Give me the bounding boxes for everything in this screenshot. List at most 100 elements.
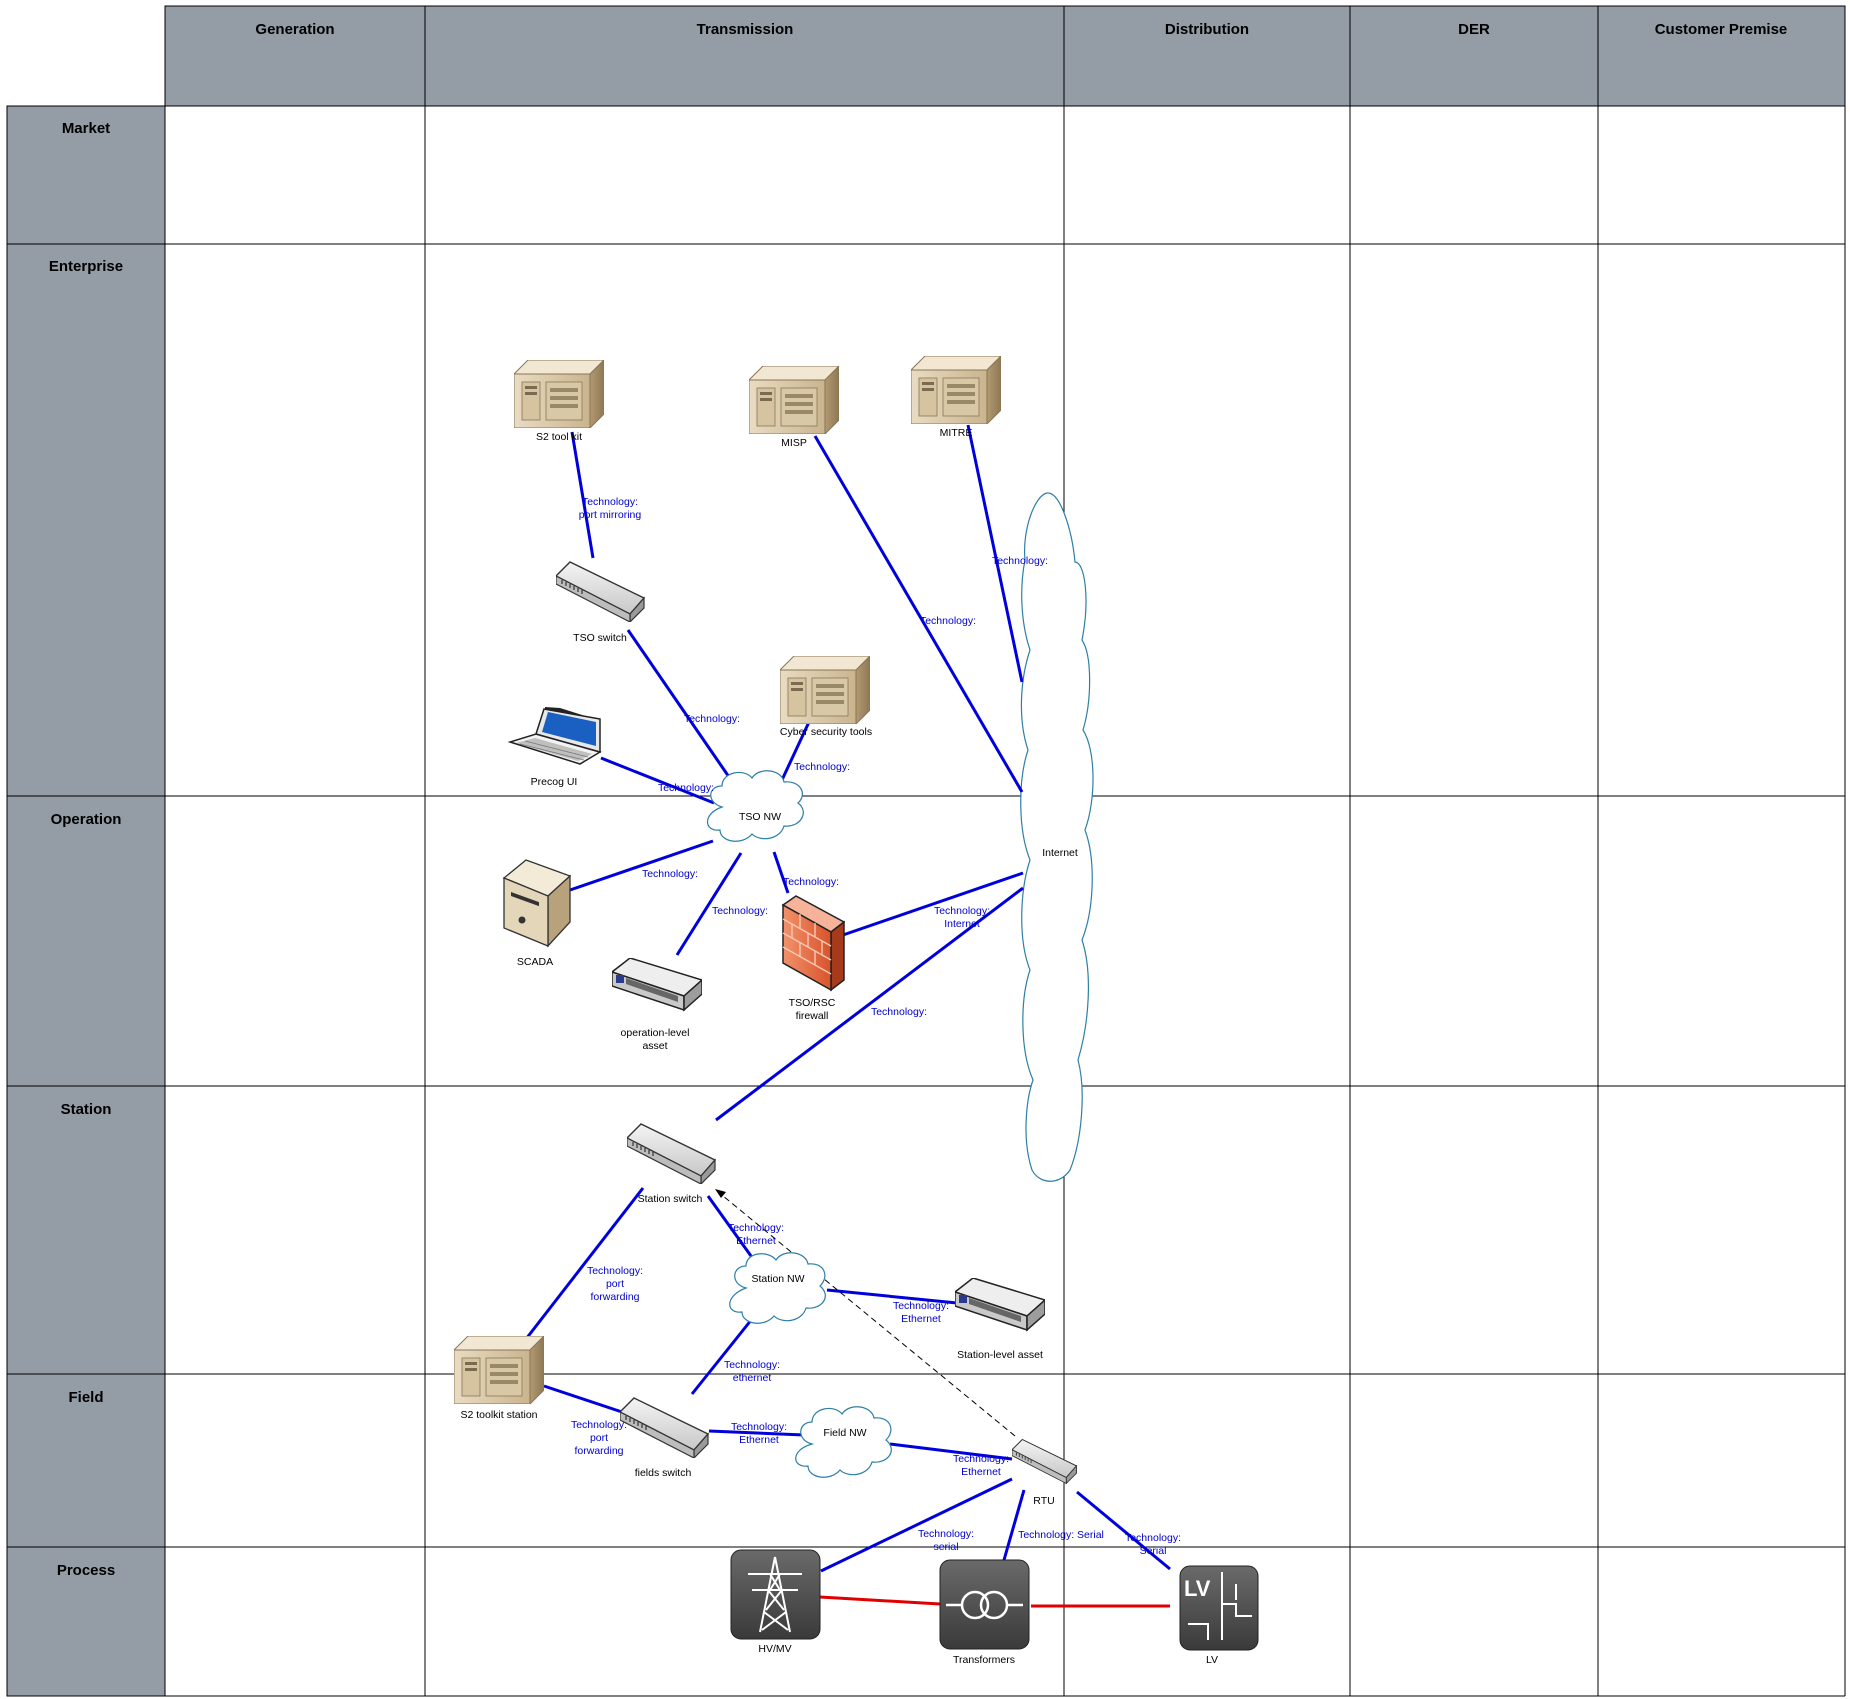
- s2-toolkit-station-label: S2 toolkit station: [460, 1409, 537, 1421]
- lv-label: LV: [1206, 1654, 1218, 1666]
- rtu-label: RTU: [1033, 1495, 1054, 1507]
- pylon-icon: [730, 1549, 821, 1640]
- firewall-label-line2: firewall: [796, 1010, 829, 1022]
- tso-switch-node[interactable]: TSO switch: [556, 561, 645, 644]
- cyber-security-tools-label: Cyber security tools: [780, 726, 872, 738]
- tech-label-fields-station-nw-line2: ethernet: [733, 1372, 772, 1384]
- tso-nw-cloud[interactable]: TSO NW: [706, 770, 804, 842]
- s2-toolkit-label: S2 tool kit: [536, 431, 582, 443]
- tech-label-fields-station-nw-line1: Technology:: [724, 1359, 780, 1371]
- row-header-operation: Operation: [51, 811, 122, 828]
- hvmv-node[interactable]: HV/MV: [730, 1549, 821, 1655]
- link-station-internet: [715, 886, 1024, 1122]
- device-icon: [955, 1278, 1045, 1331]
- station-nw-cloud[interactable]: Station NW: [729, 1252, 826, 1324]
- lv-node[interactable]: LV LV: [1179, 1565, 1259, 1666]
- link-s2-tso-switch: [570, 431, 595, 559]
- matrix-table: Generation Transmission Distribution DER…: [6, 5, 1846, 1697]
- tech-label-port-forwarding-lower-line3: forwarding: [574, 1445, 623, 1457]
- lv-icon: LV: [1179, 1565, 1259, 1651]
- operation-asset-label-line2: asset: [642, 1040, 667, 1052]
- link-s2station-station-switch: [524, 1187, 645, 1340]
- device-icon: [612, 958, 702, 1011]
- row-header-enterprise: Enterprise: [49, 258, 123, 275]
- link-fields-fieldnw: [708, 1429, 805, 1437]
- column-header-customer-premise: Customer Premise: [1655, 21, 1788, 38]
- tech-label-rtu-transformers: Technology: Serial: [1018, 1529, 1104, 1541]
- column-header-der: DER: [1458, 21, 1490, 38]
- tech-label-station-switch-nw-line2: Ethernet: [736, 1235, 776, 1247]
- precog-ui-label: Precog UI: [531, 776, 578, 788]
- link-rtu-transformers: [1002, 1489, 1026, 1561]
- operation-asset-node[interactable]: operation-level asset: [612, 958, 702, 1052]
- station-asset-node[interactable]: Station-level asset: [955, 1278, 1045, 1361]
- mitre-label: MITRE: [940, 427, 973, 439]
- misp-node[interactable]: MISP: [749, 366, 839, 449]
- link-asset-nw: [675, 852, 743, 956]
- operation-asset-label-line1: operation-level: [621, 1027, 690, 1039]
- tech-label-station-internet: Technology:: [871, 1006, 927, 1018]
- server-icon: [749, 366, 839, 434]
- station-switch-label: Station switch: [638, 1193, 703, 1205]
- transformers-node[interactable]: Transformers: [939, 1559, 1030, 1666]
- internet-cloud[interactable]: Internet: [1020, 492, 1094, 1182]
- hvmv-label: HV/MV: [758, 1643, 791, 1655]
- tech-label-fields-fieldnw-line2: Ethernet: [739, 1434, 779, 1446]
- link-firewall-nw: [772, 851, 790, 894]
- link-fieldnw-rtu: [889, 1442, 1013, 1461]
- station-asset-label: Station-level asset: [957, 1349, 1043, 1361]
- row-header-station: Station: [61, 1101, 112, 1118]
- tech-label-rtu-lv-line2: Serial: [1140, 1545, 1167, 1557]
- lv-icon-text: LV: [1184, 1576, 1211, 1601]
- field-nw-cloud[interactable]: Field NW: [795, 1406, 892, 1478]
- tech-label-station-asset-nw-line1: Technology:: [893, 1300, 949, 1312]
- fields-switch-label: fields switch: [635, 1467, 692, 1479]
- cyber-security-tools-node[interactable]: Cyber security tools: [780, 656, 872, 738]
- column-header-transmission: Transmission: [697, 21, 794, 38]
- s2-toolkit-station-node[interactable]: S2 toolkit station: [454, 1336, 544, 1421]
- tech-label-rtu-hvmv-line1: Technology:: [918, 1528, 974, 1540]
- scada-node[interactable]: SCADA: [502, 859, 572, 968]
- tech-label-station-asset-nw-line2: Ethernet: [901, 1313, 941, 1325]
- tech-label-s2-tso-line1: Technology:: [582, 496, 638, 508]
- firewall-label-line1: TSO/RSC: [789, 997, 836, 1009]
- transformers-label: Transformers: [953, 1654, 1015, 1666]
- link-tso-switch-nw: [626, 629, 742, 794]
- tech-label-rtu-hvmv-line2: serial: [933, 1541, 958, 1553]
- tso-nw-label: TSO NW: [739, 811, 781, 823]
- tech-label-fieldnw-rtu-line1: Technology:: [953, 1453, 1009, 1465]
- dashed-arrow-head: [715, 1189, 726, 1198]
- tech-label-firewall-internet-line2: Internet: [944, 918, 980, 930]
- tech-label-asset-nw: Technology:: [712, 905, 768, 917]
- precog-ui-node[interactable]: Precog UI: [507, 707, 602, 788]
- tech-label-firewall-internet-line1: Technology:: [934, 905, 990, 917]
- server-icon: [514, 360, 604, 428]
- column-header-distribution: Distribution: [1165, 21, 1249, 38]
- tech-label-station-switch-nw-line1: Technology:: [728, 1222, 784, 1234]
- station-nw-label: Station NW: [751, 1273, 804, 1285]
- fields-switch-node[interactable]: fields switch: [620, 1397, 709, 1479]
- station-switch-node[interactable]: Station switch: [627, 1123, 716, 1205]
- internet-label: Internet: [1042, 847, 1078, 859]
- link-scada-nw: [569, 839, 714, 892]
- technology-labels: Technology: port mirroring Technology: T…: [571, 496, 1181, 1557]
- tech-label-cyber-nw: Technology:: [794, 761, 850, 773]
- tech-label-port-forwarding-upper-line1: Technology:: [587, 1265, 643, 1277]
- switch-icon: [620, 1397, 709, 1458]
- s2-toolkit-node[interactable]: S2 tool kit: [514, 360, 604, 443]
- dashed-link-rtu-station-switch: [716, 1190, 1016, 1437]
- row-header-market: Market: [62, 120, 110, 137]
- mitre-node[interactable]: MITRE: [911, 356, 1001, 439]
- link-s2station-fields-switch: [543, 1384, 623, 1414]
- tech-label-precog-nw: Technology:: [658, 782, 714, 794]
- link-mitre-internet: [966, 424, 1024, 683]
- tech-label-port-forwarding-lower-line1: Technology:: [571, 1419, 627, 1431]
- switch-icon: [1012, 1438, 1078, 1485]
- network-links: [524, 424, 1171, 1608]
- row-header-process: Process: [57, 1562, 115, 1579]
- column-header-band: [164, 5, 1846, 107]
- firewall-node[interactable]: TSO/RSC firewall: [781, 895, 846, 1022]
- rtu-node[interactable]: RTU: [1012, 1438, 1078, 1507]
- link-rtu-hvmv: [820, 1477, 1013, 1573]
- tech-label-scada-nw: Technology:: [642, 868, 698, 880]
